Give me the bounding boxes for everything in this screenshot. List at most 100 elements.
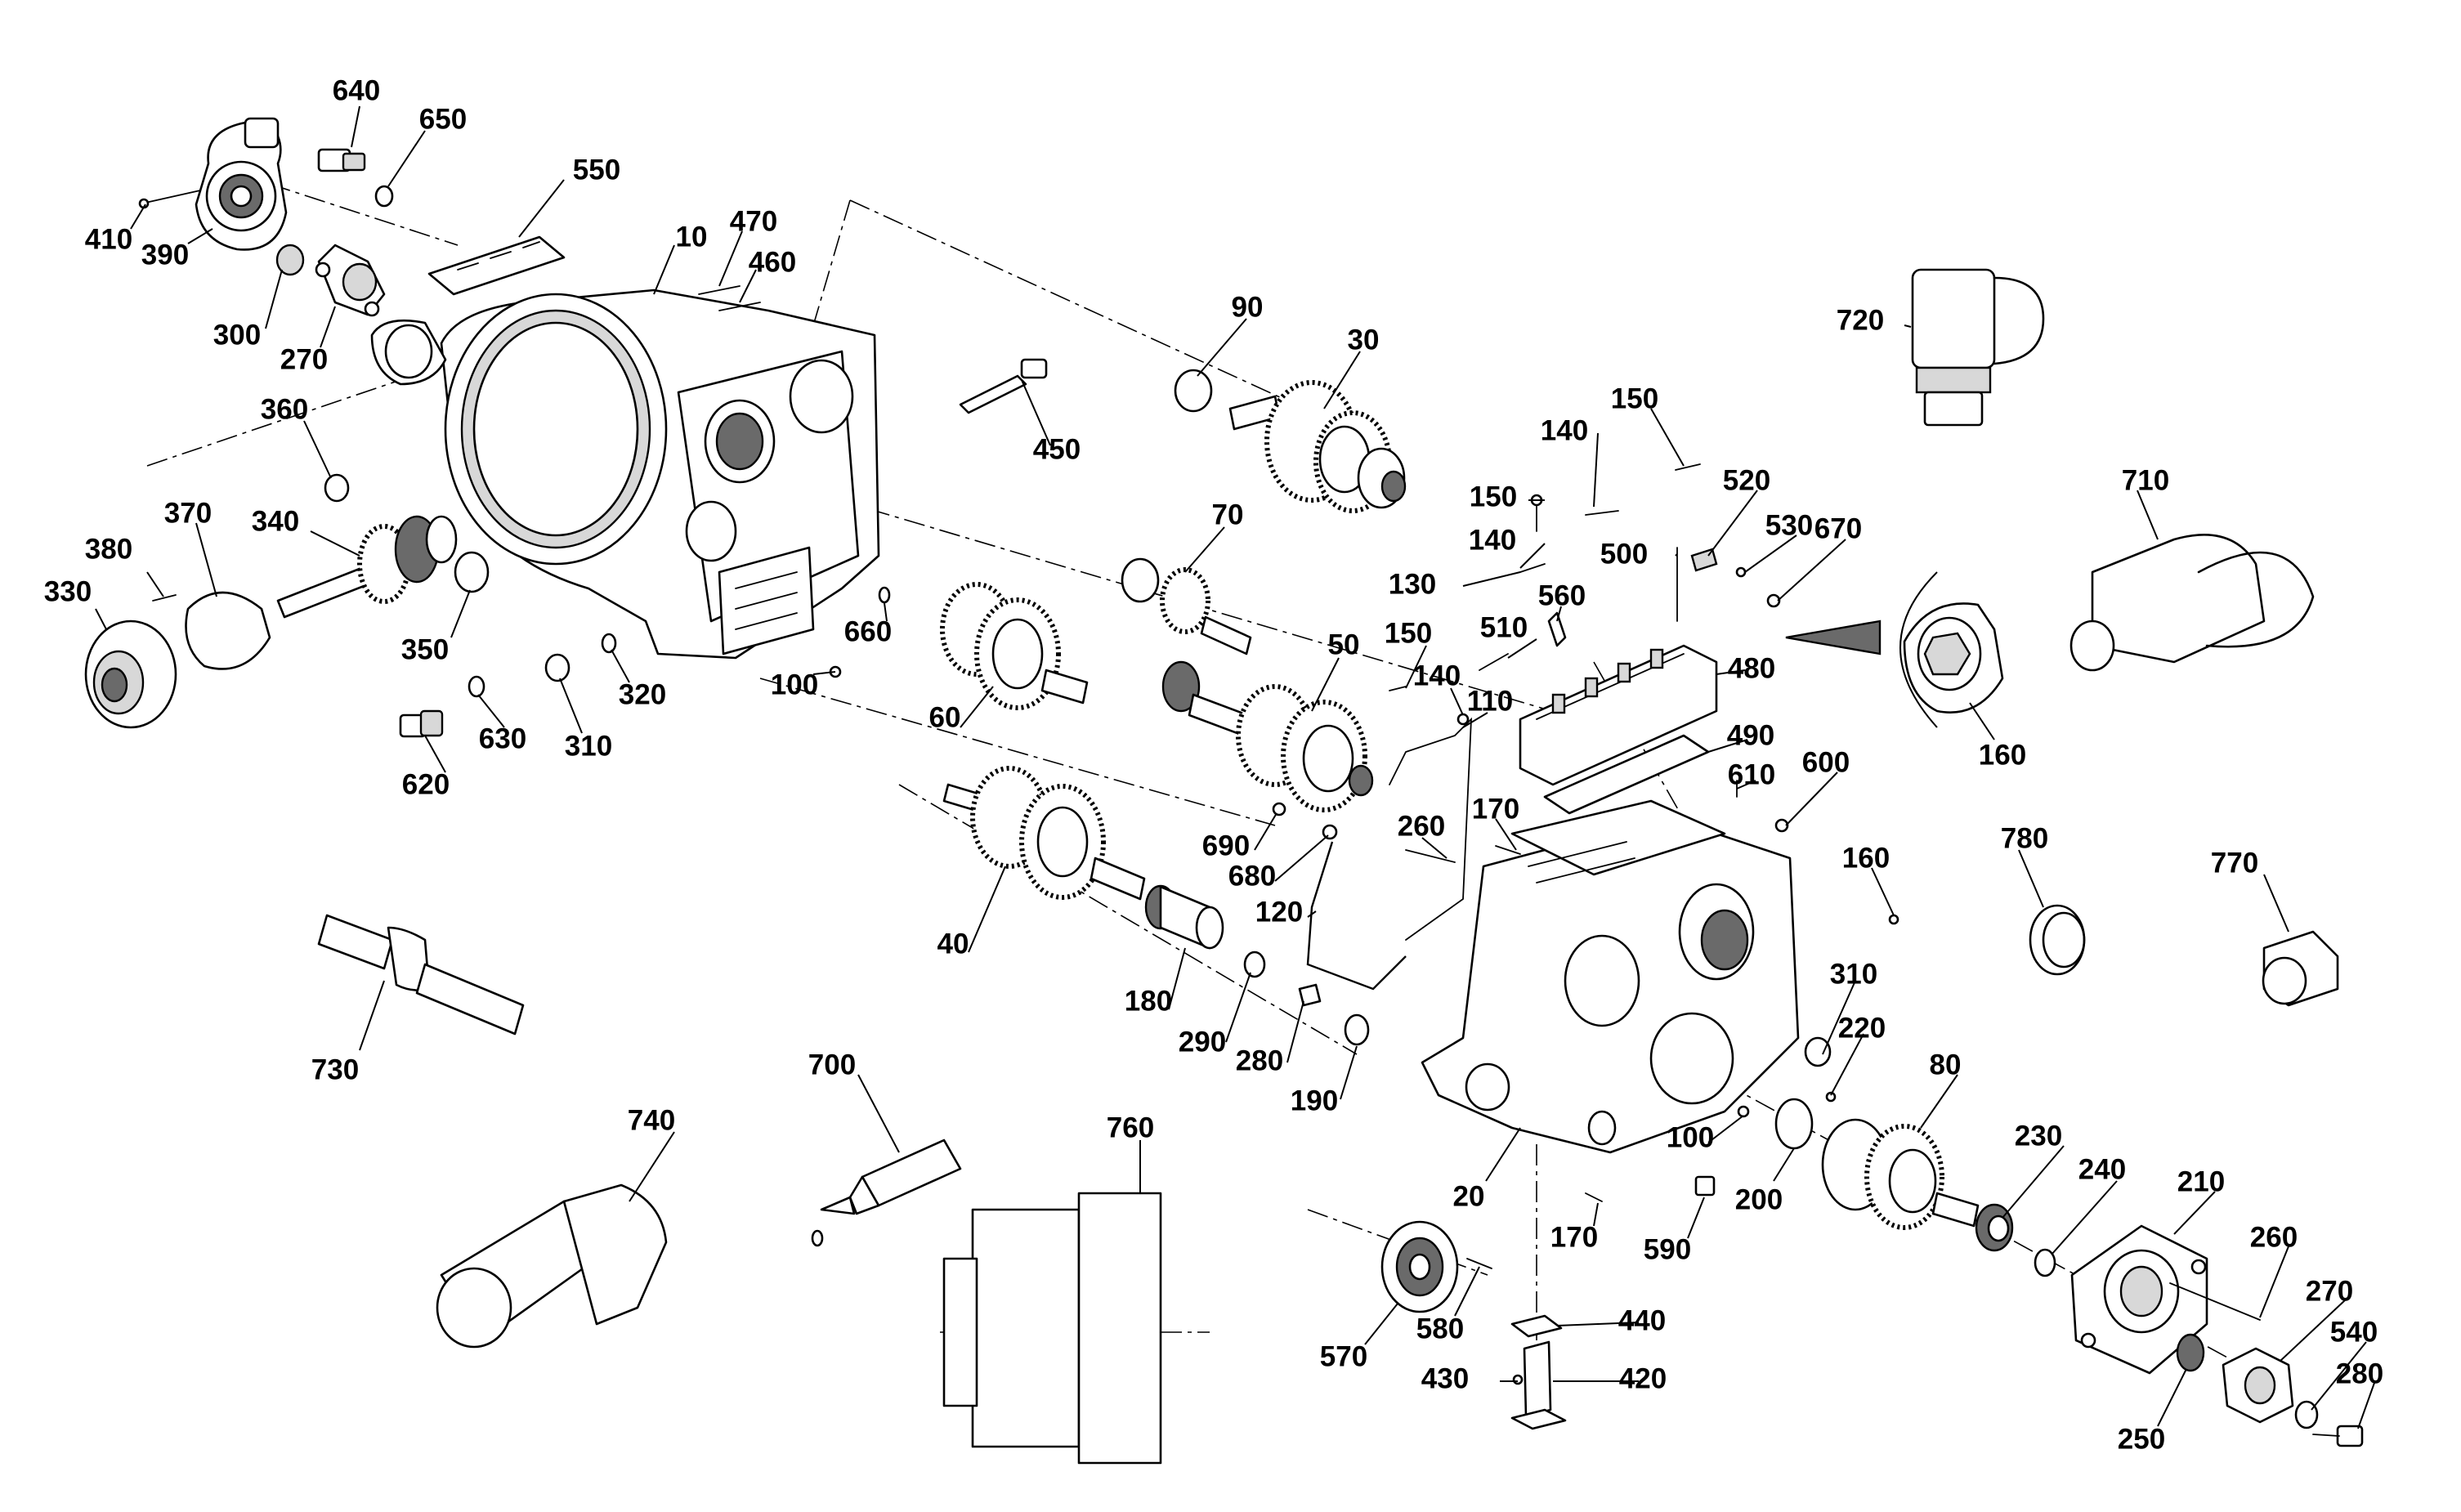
callout-label-740: 740 [628, 1104, 675, 1136]
part-670-plug [1766, 593, 1781, 608]
part-710-sensor [2069, 534, 2315, 672]
part-530-ring [1735, 566, 1747, 578]
part-770-plug [2262, 930, 2339, 1007]
callout-label-730: 730 [311, 1053, 359, 1085]
axis-line-50 [833, 498, 1635, 736]
callout-label-120: 120 [1255, 896, 1303, 928]
callout-label-640: 640 [333, 74, 380, 106]
part-200-oring [1774, 1098, 1814, 1150]
callout-label-440: 440 [1618, 1304, 1666, 1336]
part-640-fitting [317, 148, 366, 172]
callout-label-270b: 270 [2306, 1275, 2353, 1307]
part-620-plug [399, 709, 444, 738]
callout-label-780: 780 [2001, 822, 2048, 854]
part-680-fitting [1322, 824, 1338, 840]
part-520-fitting [1690, 548, 1718, 572]
part-270-flange [315, 244, 386, 317]
callout-label-430: 430 [1421, 1362, 1469, 1394]
callout-label-190: 190 [1291, 1085, 1338, 1116]
callout-label-720: 720 [1837, 304, 1884, 336]
part-430-bolt [1512, 1374, 1524, 1385]
callout-label-150c: 150 [1385, 617, 1432, 649]
callout-label-510: 510 [1480, 611, 1528, 643]
part-410-bolt [145, 190, 201, 204]
part-780-oring-inner [2042, 911, 2086, 968]
part-20-lower-housing [1421, 799, 1800, 1154]
part-210-cover [2070, 1224, 2208, 1375]
callout-label-70: 70 [1212, 499, 1244, 530]
callout-label-390: 390 [141, 239, 189, 271]
part-480-valve-block [1519, 644, 1718, 786]
callout-label-20: 20 [1453, 1180, 1485, 1212]
part-300-nut [275, 244, 305, 276]
part-580-bolt [1466, 1258, 1492, 1269]
axis-line-390 [269, 183, 459, 246]
part-120-pipe [1306, 841, 1407, 991]
callout-label-270a: 270 [280, 343, 328, 375]
part-380-bolt [152, 594, 177, 602]
part-550-plate [427, 235, 566, 296]
callout-label-680: 680 [1228, 860, 1276, 892]
part-330-cover [84, 620, 177, 729]
callout-label-200: 200 [1735, 1183, 1783, 1215]
part-370-gasket [185, 591, 271, 670]
callout-label-90: 90 [1232, 291, 1264, 323]
part-440-gasket [1510, 1314, 1563, 1338]
part-600-plug [1774, 818, 1789, 833]
callout-label-210: 210 [2177, 1165, 2225, 1197]
callout-label-220: 220 [1838, 1012, 1886, 1044]
part-260-bolt-b [2169, 1282, 2261, 1321]
callout-label-410: 410 [85, 223, 132, 255]
callout-label-500: 500 [1600, 538, 1648, 570]
callout-label-170a: 170 [1472, 793, 1519, 825]
callout-label-350: 350 [401, 633, 449, 665]
part-160-plug [1888, 914, 1899, 925]
callout-label-650: 650 [419, 103, 467, 135]
callout-label-570: 570 [1320, 1340, 1367, 1372]
callout-label-180: 180 [1125, 985, 1172, 1017]
part-590-plug [1694, 1175, 1716, 1197]
part-170-bolt [1495, 845, 1521, 855]
callout-label-610: 610 [1728, 758, 1775, 790]
callout-label-470: 470 [730, 205, 777, 237]
axis-line-60 [759, 678, 1276, 826]
part-340-input-shaft [276, 515, 458, 619]
callout-label-590: 590 [1644, 1233, 1691, 1265]
part-170-bolt-b [1585, 1192, 1603, 1202]
callout-label-100b: 100 [1667, 1121, 1714, 1153]
callout-label-550: 550 [573, 154, 620, 186]
part-740-tool [436, 1183, 668, 1349]
callout-label-140a: 140 [1541, 414, 1588, 446]
callout-label-150a: 150 [1611, 382, 1658, 414]
part-140-washer-a [1585, 510, 1619, 516]
callout-label-260a: 260 [1398, 810, 1445, 842]
part-50-gear-shaft [1161, 660, 1374, 812]
part-420-suction-pipe [1510, 1340, 1567, 1430]
part-80-bearing-assembly [1821, 1118, 1980, 1230]
callout-label-260b: 260 [2250, 1221, 2298, 1253]
callout-label-140c: 140 [1413, 660, 1461, 691]
part-630-washer [468, 675, 485, 698]
part-290-washer [1243, 951, 1266, 978]
callout-label-490: 490 [1727, 719, 1774, 751]
callout-label-110: 110 [1467, 685, 1513, 717]
callout-label-480: 480 [1728, 652, 1775, 684]
part-720-sensor [1911, 268, 2045, 427]
part-150-screw-c [1389, 686, 1407, 691]
callout-label-420: 420 [1619, 1362, 1667, 1394]
callout-label-50: 50 [1328, 629, 1360, 660]
part-570-bearing [1380, 1220, 1459, 1313]
callout-label-520: 520 [1723, 464, 1770, 496]
callout-label-300: 300 [213, 319, 261, 351]
part-510-sensor [1479, 653, 1509, 671]
callout-label-320: 320 [619, 678, 666, 710]
part-780-oring [2029, 904, 2086, 976]
callout-label-340: 340 [252, 505, 299, 537]
detail-pointer [1785, 620, 1882, 655]
part-470-bolt [698, 285, 741, 295]
callout-label-670: 670 [1814, 512, 1862, 544]
callout-label-370: 370 [164, 497, 212, 529]
part-350-seal [454, 551, 490, 593]
callout-label-540: 540 [2330, 1316, 2378, 1348]
